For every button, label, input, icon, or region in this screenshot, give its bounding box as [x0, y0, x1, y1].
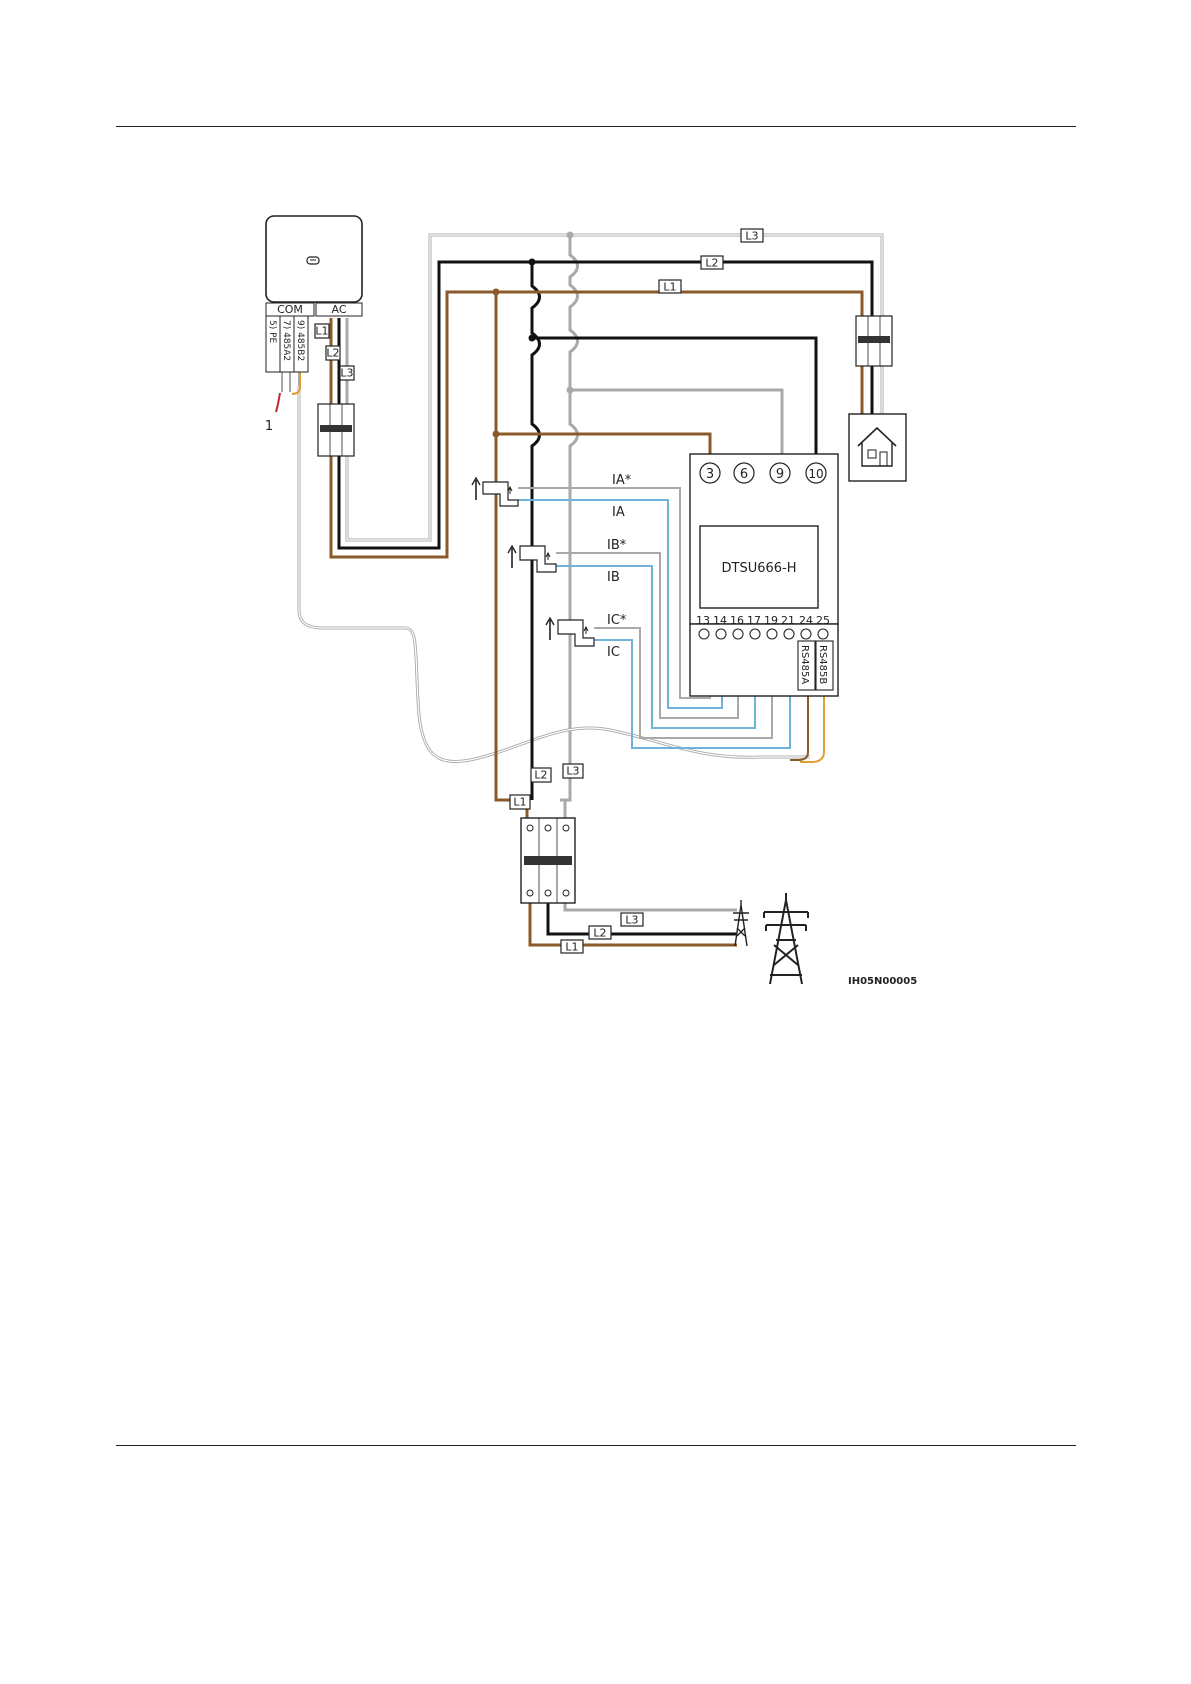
meter-terminal-16: 16 [730, 614, 744, 627]
meter-terminal-14: 14 [713, 614, 727, 627]
inverter-breaker [318, 404, 354, 456]
svg-text:L1: L1 [565, 941, 578, 954]
svg-text:L3: L3 [625, 914, 638, 927]
meter-terminal-9: 9 [776, 467, 784, 482]
ac-label: AC [331, 303, 346, 316]
load-breaker [856, 316, 892, 366]
svg-text:L1: L1 [315, 325, 328, 338]
energy-meter: DTSU666-H 3 6 9 10 13 14 16 17 19 21 24 … [690, 454, 838, 696]
svg-text:L3: L3 [745, 230, 758, 243]
meter-model: DTSU666-H [722, 561, 797, 576]
tag-mid-l2: L2 [531, 768, 551, 782]
com-pin-pe: 5) PE [267, 320, 277, 344]
meter-terminal-19: 19 [764, 614, 778, 627]
tag-top-l3: L3 [741, 229, 763, 243]
tag-bot-l3: L3 [621, 913, 643, 927]
house-load-icon [849, 414, 906, 481]
grid-tower-small-icon [733, 900, 749, 946]
svg-text:L3: L3 [340, 367, 353, 380]
svg-text:L3: L3 [566, 765, 579, 778]
grid-breaker [521, 818, 575, 903]
ct-label-ic-star: IC* [607, 613, 627, 628]
tag-top-l2: L2 [701, 256, 723, 270]
tag-inv-l1: L1 [315, 324, 329, 338]
callout-1: 1 [265, 419, 273, 434]
grid-tower-large-icon [764, 893, 808, 984]
rs485a-label: RS485A [799, 645, 810, 684]
meter-terminal-13: 13 [696, 614, 710, 627]
ct-label-ia: IA [612, 505, 625, 520]
meter-terminal-25: 25 [816, 614, 830, 627]
svg-text:L1: L1 [663, 281, 676, 294]
ct-label-ic: IC [607, 645, 620, 660]
tag-bot-l1: L1 [561, 940, 583, 954]
meter-terminal-21: 21 [781, 614, 795, 627]
ct-label-ia-star: IA* [612, 473, 632, 488]
svg-text:L2: L2 [593, 927, 606, 940]
svg-text:L2: L2 [705, 257, 718, 270]
meter-terminal-17: 17 [747, 614, 761, 627]
meter-terminal-6: 6 [740, 467, 748, 482]
tag-bot-l2: L2 [589, 926, 611, 940]
com-pin-485b2: 9) 485B2 [295, 320, 305, 361]
tag-mid-l1: L1 [510, 795, 530, 809]
com-label: COM [277, 303, 303, 316]
svg-text:L2: L2 [326, 347, 339, 360]
rs485b-label: RS485B [817, 645, 828, 684]
svg-text:L2: L2 [534, 769, 547, 782]
ct-label-ib-star: IB* [607, 538, 627, 553]
meter-terminal-10: 10 [808, 467, 823, 481]
tag-inv-l2: L2 [326, 346, 340, 360]
tag-top-l1: L1 [659, 280, 681, 294]
ct-label-ib: IB [607, 570, 620, 585]
meter-terminal-3: 3 [706, 467, 714, 482]
figure-id: IH05N00005 [848, 976, 917, 987]
tag-mid-l3: L3 [563, 764, 583, 778]
meter-terminal-24: 24 [799, 614, 813, 627]
tag-inv-l3: L3 [340, 366, 354, 380]
svg-text:L1: L1 [513, 796, 526, 809]
com-pin-485a2: 7) 485A2 [281, 320, 291, 361]
